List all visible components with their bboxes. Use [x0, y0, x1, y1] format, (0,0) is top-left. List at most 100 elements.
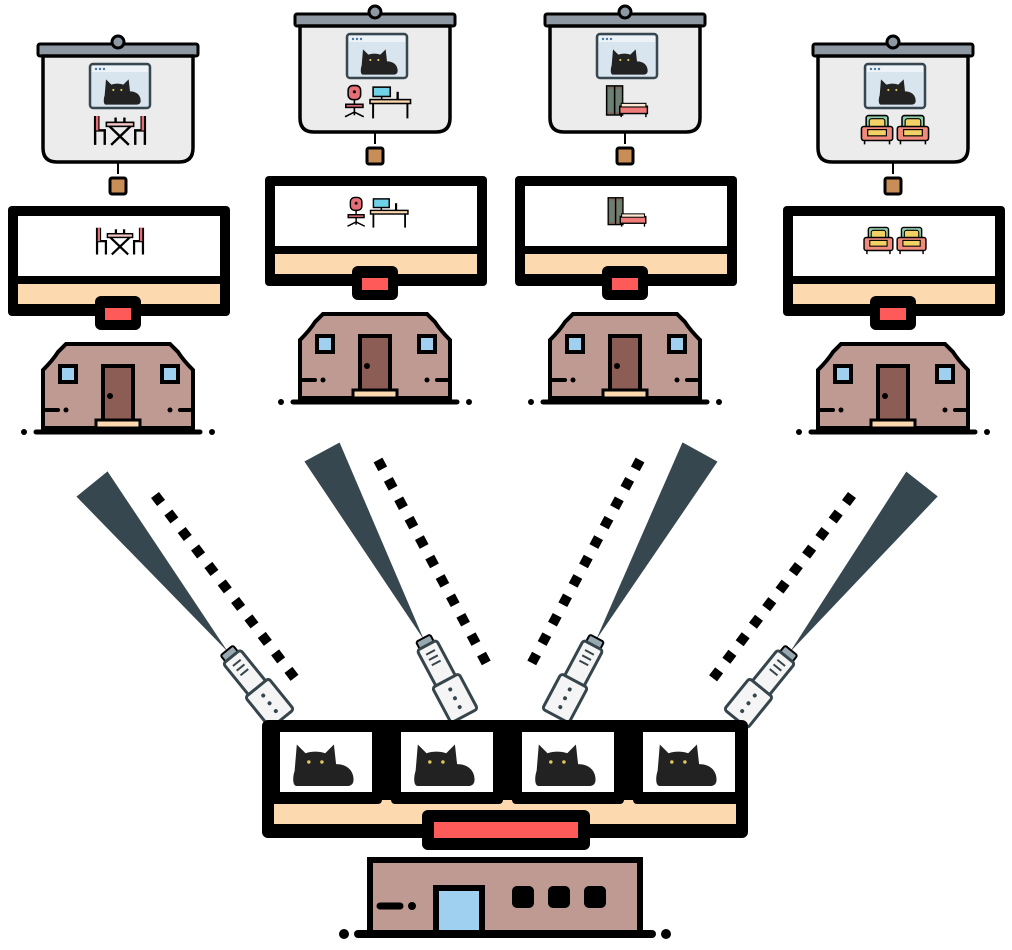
- site-monitor: [265, 176, 487, 300]
- projector: [722, 639, 805, 730]
- wall-dot: [63, 407, 69, 413]
- house-window: [565, 334, 585, 354]
- connector-plug: [108, 176, 128, 196]
- projector: [408, 629, 480, 725]
- board-hook: [110, 34, 126, 50]
- projector-unit: [523, 442, 718, 725]
- board-window-bar: [867, 66, 923, 72]
- house-window: [315, 334, 335, 354]
- board-hook: [367, 4, 383, 20]
- window-dot: [869, 67, 873, 71]
- ground-dot: [278, 399, 284, 405]
- projection-beam: [304, 442, 424, 640]
- projector-icon: [540, 629, 612, 725]
- house-window: [833, 364, 853, 384]
- house-door: [608, 334, 642, 394]
- door-step: [351, 388, 399, 400]
- ground-dot: [661, 929, 671, 939]
- board-window-bar: [349, 36, 405, 42]
- door-knob: [107, 393, 113, 399]
- wall-dot: [320, 377, 326, 383]
- remote-sites: [8, 4, 1005, 435]
- window-dot: [359, 37, 363, 41]
- connector-plug: [365, 146, 385, 166]
- house-door: [876, 364, 910, 424]
- board-window-bar: [599, 36, 655, 42]
- window-dot: [873, 67, 877, 71]
- projection-beam: [596, 442, 718, 640]
- window-dot: [609, 37, 613, 41]
- projection-beam: [790, 471, 938, 652]
- monitor-led: [612, 278, 638, 290]
- projection-board: [36, 34, 200, 164]
- signal-dotted-line: [151, 491, 304, 689]
- projection-board: [811, 34, 975, 164]
- site-house: [278, 312, 472, 405]
- ground-dot: [796, 429, 802, 435]
- projection-board: [293, 4, 457, 134]
- remote-site-bedroom: [515, 4, 737, 405]
- window-dot: [355, 37, 359, 41]
- ground-dot: [21, 429, 27, 435]
- site-monitor: [783, 206, 1005, 330]
- wall-dot: [424, 377, 430, 383]
- window-dot: [94, 67, 98, 71]
- signal-dotted-line: [704, 491, 856, 689]
- house-window: [417, 334, 437, 354]
- monitor-screen: [275, 186, 477, 246]
- site-monitor: [515, 176, 737, 300]
- projector: [540, 629, 612, 725]
- projector-unit: [76, 471, 304, 730]
- wall-dot: [674, 377, 680, 383]
- house-window: [160, 364, 180, 384]
- monitor-base-strip: [18, 284, 220, 304]
- remote-site-armchairs: [783, 34, 1005, 435]
- site-monitor: [8, 206, 230, 330]
- wall-dot: [570, 377, 576, 383]
- central-house-window: [512, 886, 534, 908]
- wall-dot: [167, 407, 173, 413]
- monitor-led: [880, 308, 906, 320]
- projector-icon: [722, 639, 805, 730]
- ground-dot: [466, 399, 472, 405]
- house-door: [101, 364, 135, 424]
- ground-dot: [528, 399, 534, 405]
- signal-dotted-line: [373, 457, 495, 673]
- window-dot: [98, 67, 102, 71]
- monitor-base-strip: [525, 254, 727, 274]
- central-led: [434, 822, 578, 838]
- ground-dot: [984, 429, 990, 435]
- board-hook: [617, 4, 633, 20]
- monitor-base-strip: [793, 284, 995, 304]
- connector-plug: [615, 146, 635, 166]
- door-step: [94, 418, 142, 430]
- projector-icon: [408, 629, 480, 725]
- house-window: [667, 334, 687, 354]
- projection-layer: [76, 442, 938, 730]
- monitor-base-strip: [275, 254, 477, 274]
- projector-unit: [704, 471, 938, 730]
- board-window-bar: [92, 66, 148, 72]
- door-step: [601, 388, 649, 400]
- door-step: [869, 418, 917, 430]
- board-hook: [885, 34, 901, 50]
- projection-board: [543, 4, 707, 134]
- window-dot: [102, 67, 106, 71]
- monitor-led: [362, 278, 388, 290]
- projection-beam: [76, 471, 228, 652]
- house-window: [935, 364, 955, 384]
- central-house-window: [548, 886, 570, 908]
- central-house: [339, 857, 671, 939]
- house-door: [358, 334, 392, 394]
- projector-unit: [304, 442, 495, 725]
- door-knob: [614, 363, 620, 369]
- site-house: [528, 312, 722, 405]
- house-window: [58, 364, 78, 384]
- remote-site-dining-set: [8, 34, 230, 435]
- ground-dot: [209, 429, 215, 435]
- central-house-door: [433, 885, 485, 937]
- signal-dotted-line: [523, 457, 645, 673]
- monitor-screen: [793, 216, 995, 276]
- window-dot: [877, 67, 881, 71]
